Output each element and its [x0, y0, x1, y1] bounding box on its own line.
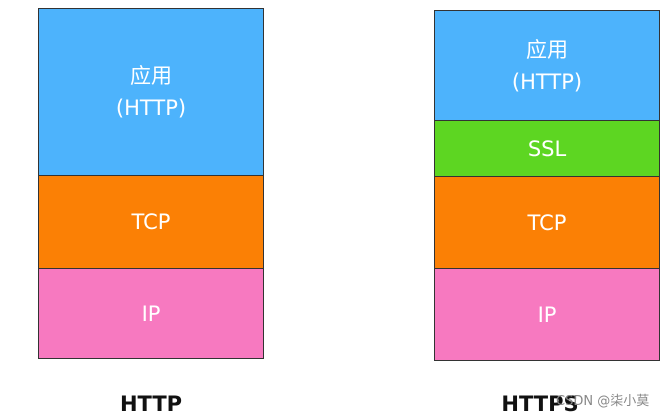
https-app-layer: 应用 (HTTP)	[435, 11, 659, 121]
https-stack: 应用 (HTTP) SSL TCP IP	[434, 10, 660, 361]
watermark: CSDN @柒小莫	[556, 394, 650, 409]
layer-label: 应用	[130, 64, 172, 88]
https-tcp-layer: TCP	[435, 177, 659, 269]
layer-label: 应用	[526, 37, 568, 62]
layer-label: SSL	[527, 136, 567, 161]
https-ip-layer: IP	[435, 269, 659, 360]
http-ip-layer: IP	[39, 269, 263, 358]
https-caption: HTTPS	[501, 392, 579, 416]
layer-sublabel: (HTTP)	[115, 96, 187, 120]
layer-label: IP	[141, 301, 161, 326]
http-stack: 应用 (HTTP) TCP IP	[38, 8, 264, 359]
layer-sublabel: (HTTP)	[511, 69, 583, 94]
layer-label: TCP	[527, 210, 567, 235]
https-ssl-layer: SSL	[435, 121, 659, 177]
layer-label: IP	[537, 302, 557, 327]
layer-label: TCP	[131, 210, 171, 234]
http-app-layer: 应用 (HTTP)	[39, 9, 263, 176]
http-tcp-layer: TCP	[39, 176, 263, 269]
http-caption: HTTP	[119, 392, 183, 416]
